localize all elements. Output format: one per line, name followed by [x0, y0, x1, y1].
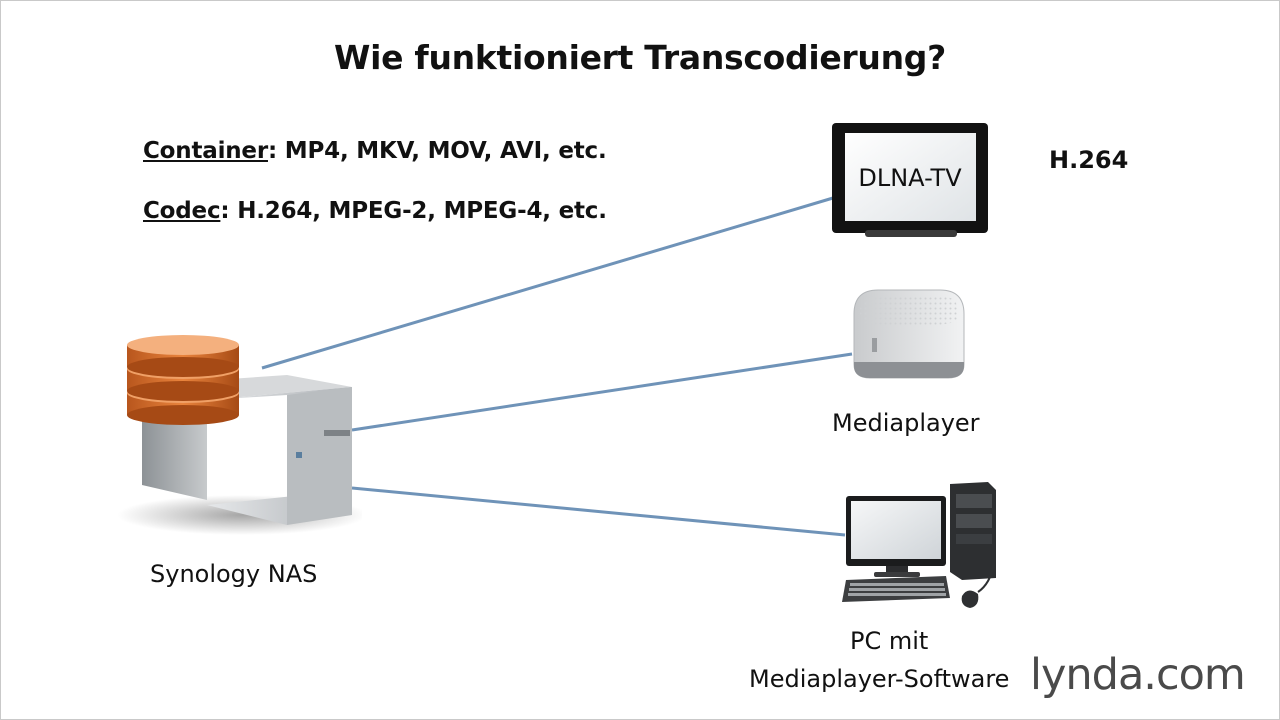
nas-server-icon [117, 335, 362, 535]
link-nas-mediaplayer [351, 352, 853, 432]
desktop-pc-icon [842, 482, 996, 608]
media-player-box-icon [853, 289, 965, 379]
pc-label-line2: Mediaplayer-Software [749, 665, 1010, 693]
pc-label-line1: PC mit [850, 627, 929, 655]
mediaplayer-label: Mediaplayer [832, 409, 980, 437]
codec-values: : H.264, MPEG-2, MPEG-4, etc. [220, 198, 607, 224]
nas-label: Synology NAS [150, 560, 318, 588]
tv-device: DLNA-TV [831, 122, 989, 238]
container-line: Container: MP4, MKV, MOV, AVI, etc. [143, 138, 607, 164]
lynda-watermark: lynda.com [1030, 650, 1246, 700]
tv-label: DLNA-TV [858, 164, 962, 192]
codec-term: Codec [143, 198, 221, 224]
slide-title: Wie funktioniert Transcodierung? [334, 38, 946, 77]
link-nas-pc [351, 486, 846, 537]
container-term: Container [143, 138, 268, 164]
disk-stack [127, 335, 239, 425]
link-nas-tv [261, 196, 834, 370]
tv-codec-tag: H.264 [1049, 146, 1129, 174]
tv-icon [832, 123, 988, 237]
container-values: : MP4, MKV, MOV, AVI, etc. [267, 138, 607, 164]
codec-line: Codec: H.264, MPEG-2, MPEG-4, etc. [143, 198, 607, 224]
